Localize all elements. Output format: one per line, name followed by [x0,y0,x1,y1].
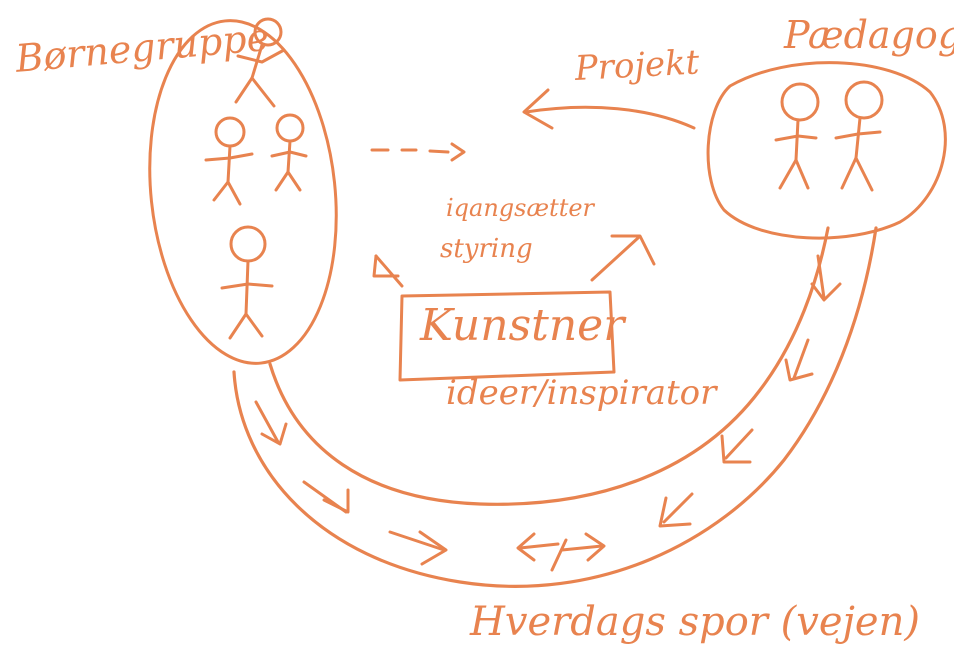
track-arrows [254,254,842,572]
arrow-up-right [590,234,656,282]
teacher-figure-left [774,82,820,190]
child-figure-top [234,17,286,108]
everyday-track-label: Hverdags spor (vejen) [470,599,920,645]
initiates-label: iqangsætter [446,194,595,222]
artist-label: Kunstner [420,300,625,351]
project-label: Projekt [573,42,701,89]
ideas-label: ideer/inspirator [446,373,717,413]
project-arrow [522,88,696,130]
child-figure-bottom [220,225,274,340]
teachers-label: Pædagoger [784,13,954,57]
child-figure-right [270,113,308,192]
steering-label: styring [440,234,533,264]
arrow-up-left [372,254,404,288]
dashed-arrow [370,142,466,162]
everyday-track [232,226,878,588]
teacher-figure-right [834,80,884,192]
teachers-oval [706,61,947,240]
children-group-oval [148,19,338,365]
child-figure-left [204,116,254,206]
artist-box [398,290,616,382]
